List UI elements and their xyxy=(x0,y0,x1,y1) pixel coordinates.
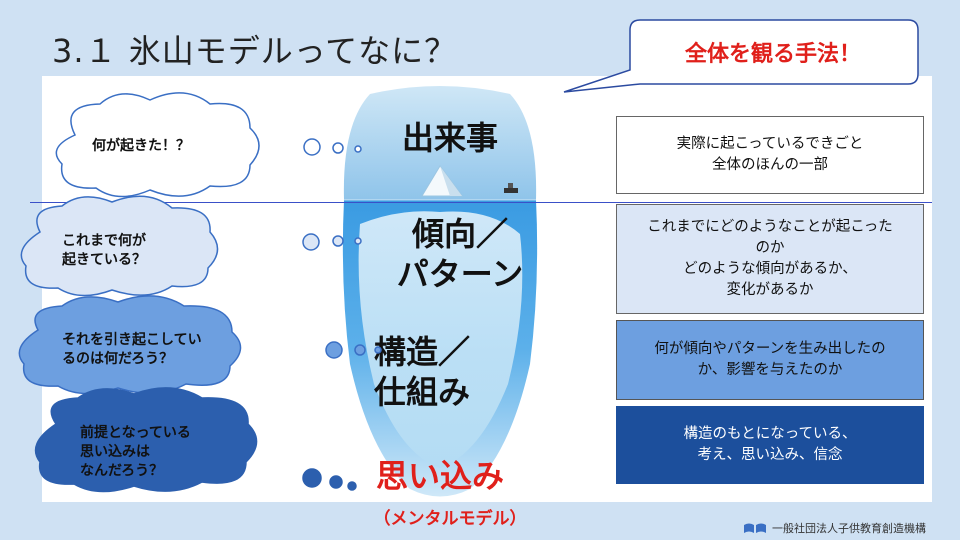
thought-text-1: 何が起きた！？ xyxy=(92,138,190,154)
book-logo-icon xyxy=(744,523,766,533)
layer-patterns: 傾向／パターン xyxy=(396,215,524,293)
organization-logo-text: 一般社団法人子供教育創造機構 xyxy=(772,522,926,535)
layer-structures: 構造／仕組み xyxy=(373,333,470,411)
thought-text-4: 前提となっている思い込みはなんだろう？ xyxy=(80,425,191,479)
thought-cloud-3 xyxy=(18,295,382,395)
layer-mental-models-subtitle: （メンタルモデル） xyxy=(373,509,527,529)
layer-events: 出来事 xyxy=(401,119,498,157)
iceberg-illustration xyxy=(342,86,538,497)
waterline xyxy=(30,202,932,203)
thought-text-2: これまで何が起きている？ xyxy=(62,233,146,268)
thought-cloud-1 xyxy=(55,92,362,198)
description-box-structures: 何が傾向やパターンを生み出したのか、影響を与えたのか xyxy=(616,320,924,400)
layer-mental-models: 思い込み xyxy=(375,457,504,495)
description-box-events: 実際に起こっているできごと全体のほんの一部 xyxy=(616,116,924,194)
description-box-mental-models: 構造のもとになっている、考え、思い込み、信念 xyxy=(616,406,924,484)
thought-text-3: それを引き起こしているのは何だろう？ xyxy=(62,332,202,367)
callout-text: 全体を観る手法！ xyxy=(684,42,861,67)
page-title: 3.１ 氷山モデルってなに？ xyxy=(52,32,458,70)
thought-cloud-4 xyxy=(34,387,357,493)
thought-cloud-2 xyxy=(20,195,362,297)
description-box-patterns: これまでにどのようなことが起こったのかどのような傾向があるか、変化があるか xyxy=(616,204,924,314)
callout-bubble xyxy=(563,19,919,93)
